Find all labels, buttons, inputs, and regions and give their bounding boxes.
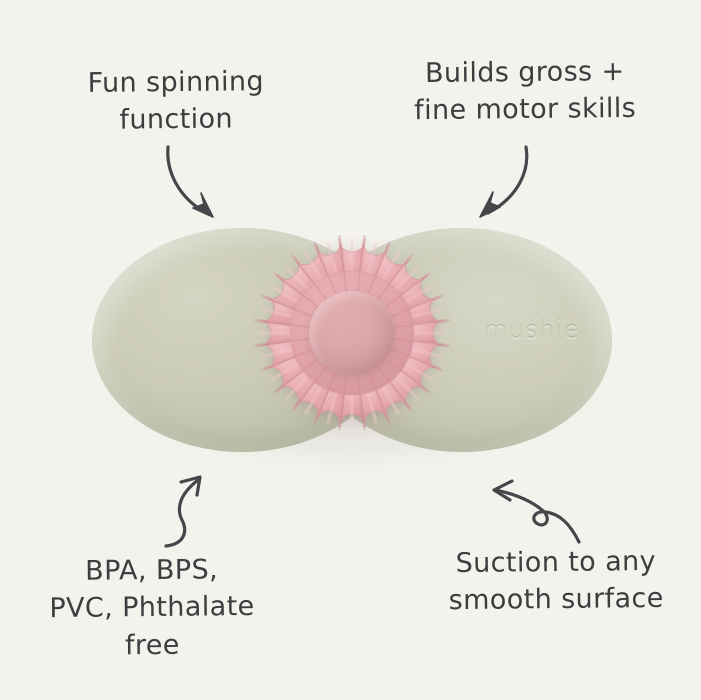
daisy-petal-groove — [313, 370, 337, 425]
daisy-petal-groove — [338, 234, 348, 293]
daisy-petal-groove — [389, 348, 444, 372]
daisy-center-hub[interactable] — [309, 291, 395, 375]
daisy-petal-groove — [384, 357, 431, 394]
daisy-petal-groove — [384, 272, 431, 309]
daisy-petal-groove — [253, 319, 312, 329]
daisy-petal-groove — [389, 294, 444, 318]
daisy-petal-groove — [273, 357, 320, 394]
callout-fun-spinning-function: Fun spinning function — [87, 66, 265, 136]
daisy-petal-groove — [273, 272, 320, 309]
daisy-petal-groove — [356, 373, 366, 432]
daisy-spinner[interactable] — [243, 219, 461, 447]
daisy-petal-groove — [291, 365, 328, 412]
daisy-petal-groove — [392, 319, 451, 329]
daisy-petal-groove — [367, 370, 391, 425]
callout-builds-motor-skills: Builds gross + fine motor skills — [414, 55, 637, 127]
daisy-petal-groove — [291, 254, 328, 301]
daisy-petal-groove — [376, 254, 413, 301]
daisy-petal-groove — [376, 365, 413, 412]
daisy-petal-groove — [253, 337, 312, 347]
daisy-petal-groove — [313, 241, 337, 296]
callout-material-free: BPA, BPS, PVC, Phthalate free — [49, 554, 255, 661]
daisy-petal-groove — [260, 348, 315, 372]
daisy-petal-groove — [392, 337, 451, 347]
daisy-petal-groove — [356, 234, 366, 293]
daisy-petal-groove — [338, 373, 348, 432]
brand-logo-emboss: mushie — [484, 316, 581, 344]
callout-suction-surface: Suction to any smooth surface — [448, 545, 664, 617]
daisy-petal-groove — [260, 294, 315, 318]
daisy-petal-groove — [367, 241, 391, 296]
